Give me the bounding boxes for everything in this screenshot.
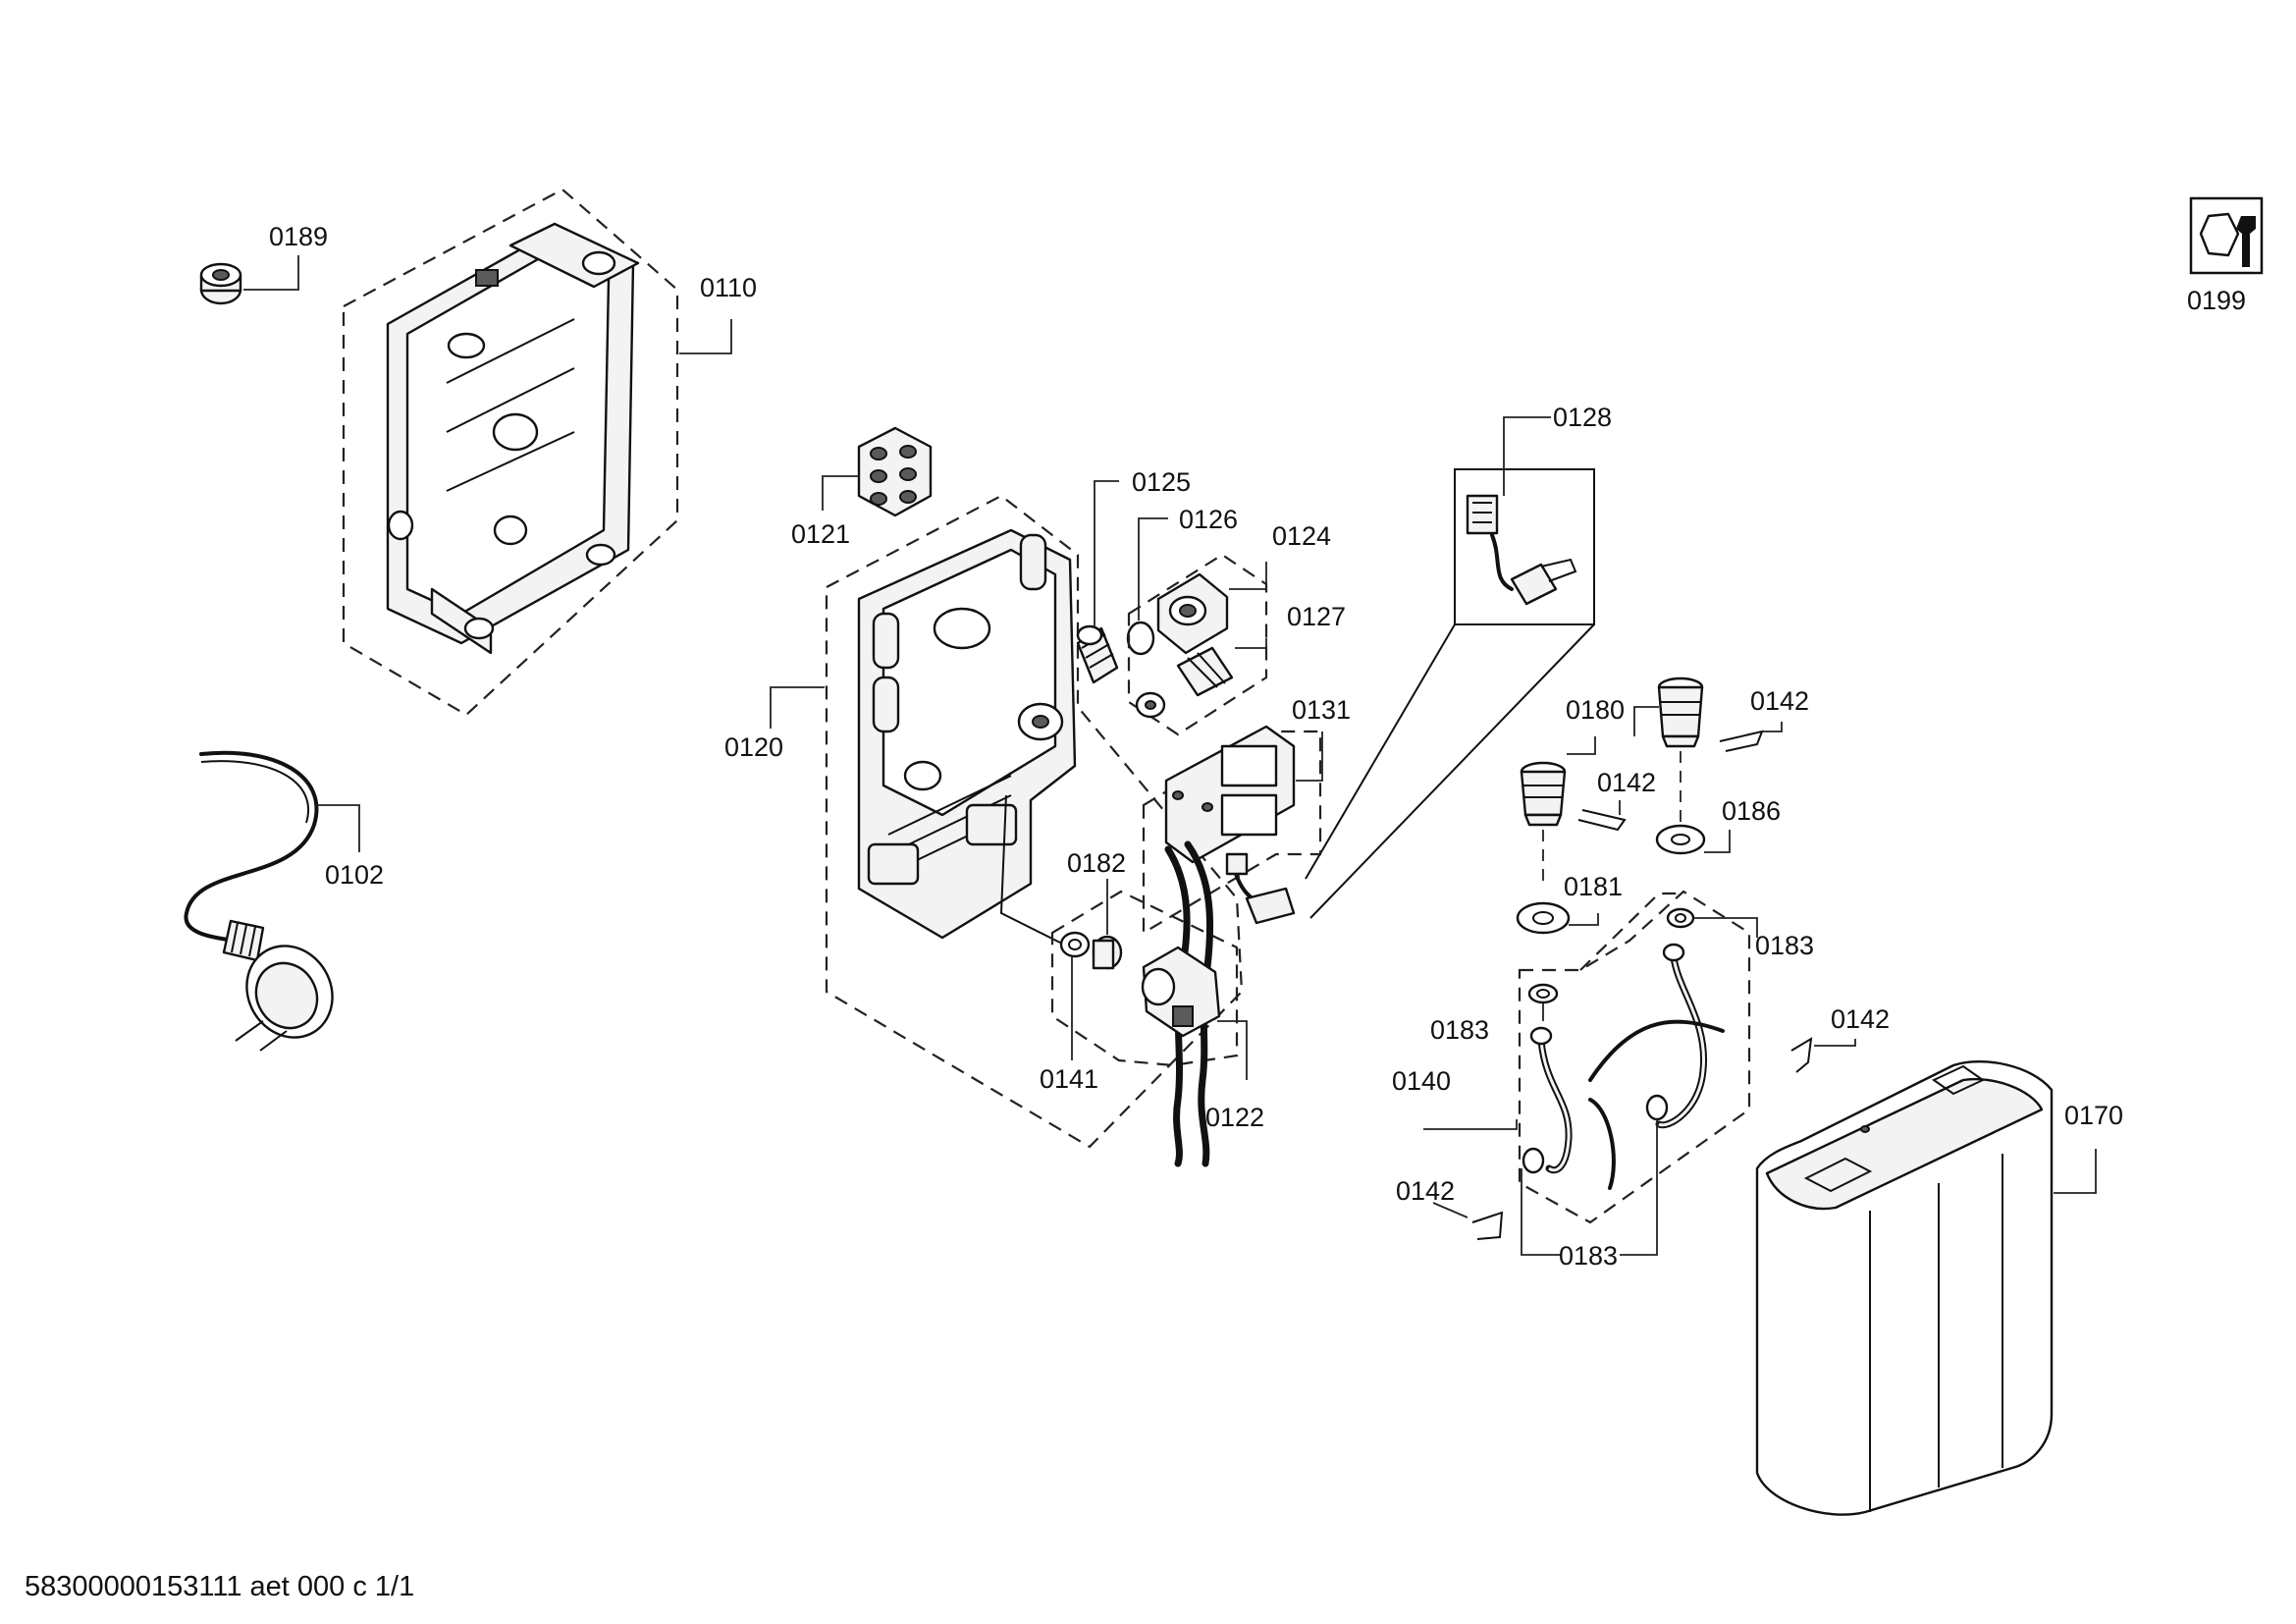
part-0180-fitting-left (1520, 761, 1567, 827)
label-0125: 0125 (1132, 467, 1191, 497)
leader-0180-right (1633, 706, 1659, 736)
label-0182: 0182 (1067, 848, 1126, 878)
leader-0102 (316, 804, 360, 852)
part-0170-cover (1755, 1059, 2054, 1516)
leader-0120 (770, 686, 825, 729)
label-0102: 0102 (325, 860, 384, 890)
part-0121-terminal-block (857, 426, 933, 517)
label-0122: 0122 (1205, 1103, 1264, 1132)
part-0182-cap (1092, 935, 1123, 970)
part-0142-clip-b (1577, 809, 1627, 832)
leader-0128 (1503, 416, 1551, 496)
nut-and-wrench-icon (2189, 196, 2264, 275)
leader-0122 (1217, 1020, 1248, 1080)
label-0128: 0128 (1553, 403, 1612, 432)
label-0183-c: 0183 (1559, 1241, 1618, 1271)
part-0122-sensor-with-cables (1141, 840, 1221, 1167)
group-0140-outline (1518, 890, 1751, 1224)
label-0189: 0189 (269, 222, 328, 251)
part-0142-clip-c (1790, 1037, 1813, 1073)
part-0183-o-ring-c (1522, 1094, 1669, 1174)
part-0127-valve-insert (1135, 646, 1234, 719)
part-0181-washer (1516, 901, 1571, 935)
label-0142-d: 0142 (1396, 1176, 1455, 1206)
leader-0110 (679, 319, 732, 354)
label-0186: 0186 (1722, 796, 1781, 826)
label-0183-a: 0183 (1755, 931, 1814, 960)
leader-0180 (1567, 736, 1596, 755)
label-0126: 0126 (1179, 505, 1238, 534)
part-0142-clip-d (1471, 1211, 1504, 1240)
label-0199: 0199 (2187, 286, 2246, 315)
leader-0142c (1814, 1039, 1856, 1047)
leader-0124 (1229, 562, 1267, 590)
part-0131-bracket (1142, 725, 1322, 935)
leader-0126 (1138, 517, 1168, 621)
part-0126-o-ring (1126, 621, 1155, 656)
group-0124-0127-outline (1127, 553, 1268, 736)
leader-0186 (1704, 830, 1731, 853)
leader-0170 (2054, 1149, 2097, 1194)
label-0124: 0124 (1272, 521, 1331, 551)
label-0131: 0131 (1292, 695, 1351, 725)
part-0128-connector-harness (1305, 468, 1595, 919)
leader-0183c (1521, 1119, 1658, 1256)
part-0180-fitting-right (1657, 677, 1704, 748)
leader-0125 (1094, 480, 1119, 628)
leader-0183b (1693, 917, 1758, 938)
leader-0140 (1423, 1119, 1518, 1130)
label-0142-b: 0142 (1597, 768, 1656, 797)
part-0102-power-cord (184, 750, 334, 1052)
leader-0181 (1569, 913, 1599, 926)
part-0125-filter-strainer (1076, 624, 1119, 684)
label-0141: 0141 (1040, 1064, 1098, 1094)
label-0121: 0121 (791, 519, 850, 549)
label-0110: 0110 (700, 273, 757, 302)
part-0183-o-ring-b (1666, 907, 1695, 929)
label-0180: 0180 (1566, 695, 1625, 725)
part-0110-mounting-frame (342, 188, 679, 717)
label-0170: 0170 (2064, 1101, 2123, 1130)
part-0141-seal-ring (1059, 931, 1091, 958)
leader-0142a (1763, 722, 1783, 732)
label-0127: 0127 (1287, 602, 1346, 631)
label-0120: 0120 (724, 732, 783, 762)
document-code: 58300000153111 aet 000 c 1/1 (25, 1571, 414, 1602)
part-0124-valve-housing (1156, 572, 1229, 655)
leader-0189 (243, 255, 299, 291)
leader-0127 (1235, 638, 1267, 649)
part-0186-washer (1655, 824, 1706, 855)
label-0183-b: 0183 (1430, 1015, 1489, 1045)
label-0181: 0181 (1564, 872, 1623, 901)
part-0120-heater-block (825, 494, 1244, 1149)
part-0183-o-ring-a (1527, 983, 1559, 1004)
part-0140-pipe-set (1529, 943, 1725, 1190)
label-0140: 0140 (1392, 1066, 1451, 1096)
part-0189-cap (199, 262, 242, 305)
leader-0131 (1296, 731, 1323, 782)
group-0180-outline (1579, 892, 1681, 971)
leader-0121 (822, 475, 858, 511)
part-0142-clip-a (1719, 730, 1764, 752)
leader-0142d (1432, 1202, 1468, 1218)
label-0142-a: 0142 (1750, 686, 1809, 716)
label-0142-c: 0142 (1831, 1004, 1890, 1034)
